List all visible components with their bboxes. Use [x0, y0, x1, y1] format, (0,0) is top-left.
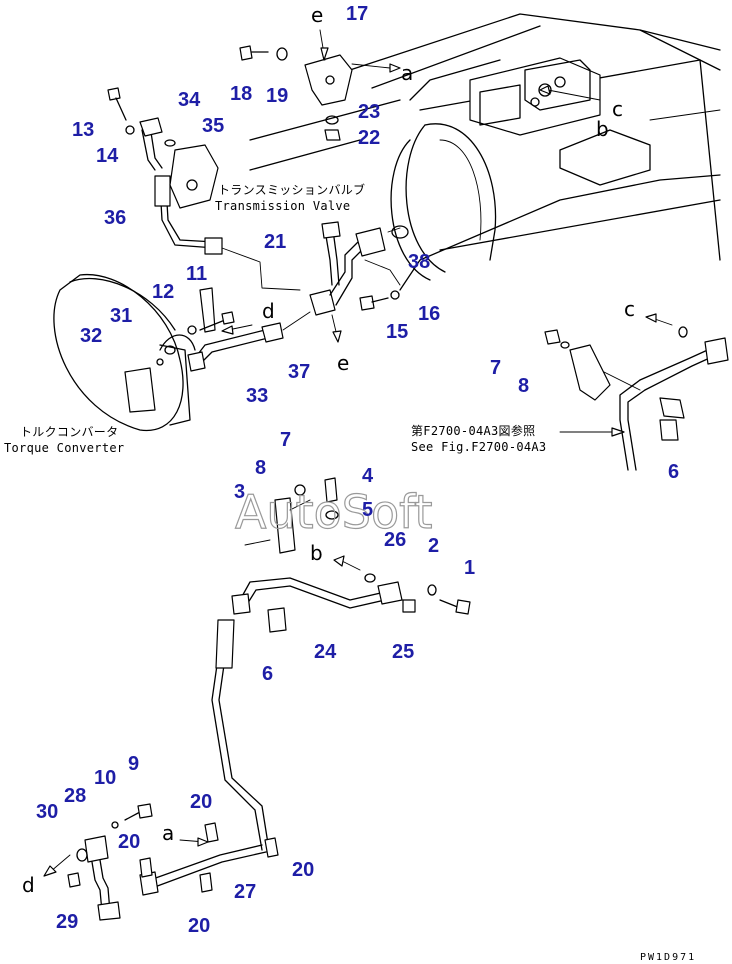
part-10: 10 [94, 767, 116, 789]
captions: トランスミッションバルブ Transmission Valve トルクコンバータ… [4, 182, 546, 455]
watermark: AutoSoft [235, 485, 433, 539]
part-9: 9 [128, 753, 139, 775]
caption-transmission-en: Transmission Valve [215, 199, 350, 213]
pipes [84, 54, 729, 921]
ref-c-right: c [624, 297, 635, 321]
part-37: 37 [288, 361, 310, 383]
part-1: 1 [464, 557, 475, 579]
caption-torque-en: Torque Converter [4, 441, 124, 455]
ref-a-lower: a [162, 821, 174, 845]
drawing-code: PW1D971 [640, 952, 696, 963]
part-29: 29 [56, 911, 78, 933]
part-27: 27 [234, 881, 256, 903]
caption-see-fig-en: See Fig.F2700-04A3 [411, 440, 546, 454]
part-8-right: 8 [518, 375, 529, 397]
part-18: 18 [230, 83, 252, 105]
part-19: 19 [266, 85, 288, 107]
ref-d-lower: d [22, 873, 35, 897]
ref-d-mid: d [262, 299, 275, 323]
ref-c-top: c [612, 97, 623, 121]
part-28: 28 [64, 785, 86, 807]
part-21: 21 [264, 231, 286, 253]
part-20-b: 20 [118, 831, 140, 853]
part-24: 24 [314, 641, 337, 663]
part-14: 14 [96, 145, 119, 167]
torque-converter [53, 273, 196, 432]
part-2: 2 [428, 535, 439, 557]
part-7-right: 7 [490, 357, 501, 379]
part-31: 31 [110, 305, 132, 327]
ref-b-lower: b [310, 541, 323, 565]
fasteners [67, 45, 688, 893]
caption-transmission-jp: トランスミッションバルブ [218, 182, 365, 197]
part-32: 32 [80, 325, 102, 347]
ref-b-top: b [596, 117, 609, 141]
part-35: 35 [202, 115, 224, 137]
part-12: 12 [152, 281, 174, 303]
part-20-a: 20 [190, 791, 212, 813]
machine-body [249, 13, 721, 291]
part-17: 17 [346, 3, 368, 25]
part-22: 22 [358, 127, 380, 149]
part-11: 11 [186, 263, 207, 285]
part-20-c: 20 [292, 859, 314, 881]
part-20-d: 20 [188, 915, 210, 937]
part-5: 5 [362, 499, 373, 521]
part-34: 34 [178, 89, 201, 111]
part-23: 23 [358, 101, 380, 123]
part-7-mid: 7 [280, 429, 291, 451]
part-26: 26 [384, 529, 406, 551]
reference-letters: e a c b d e c b a d [22, 3, 635, 897]
part-30: 30 [36, 801, 58, 823]
ref-e-mid: e [337, 351, 349, 375]
part-38: 38 [408, 251, 430, 273]
transmission-valve [469, 57, 601, 136]
part-25: 25 [392, 641, 414, 663]
part-36: 36 [104, 207, 126, 229]
ref-e-top: e [311, 3, 323, 27]
part-13: 13 [72, 119, 94, 141]
part-4: 4 [362, 465, 374, 487]
part-15: 15 [386, 321, 408, 343]
ref-a-top: a [401, 61, 413, 85]
part-6-right: 6 [668, 461, 679, 483]
part-numbers: 17 18 19 23 22 34 35 13 14 36 21 38 11 1… [36, 3, 679, 937]
part-3: 3 [234, 481, 245, 503]
converter-housing [390, 123, 497, 281]
caption-torque-jp: トルクコンバータ [20, 425, 118, 439]
leader-lines [43, 29, 673, 877]
caption-see-fig-jp: 第F2700-04A3図参照 [411, 423, 535, 438]
part-16: 16 [418, 303, 440, 325]
part-6-lower: 6 [262, 663, 273, 685]
part-8-mid: 8 [255, 457, 266, 479]
part-33: 33 [246, 385, 268, 407]
